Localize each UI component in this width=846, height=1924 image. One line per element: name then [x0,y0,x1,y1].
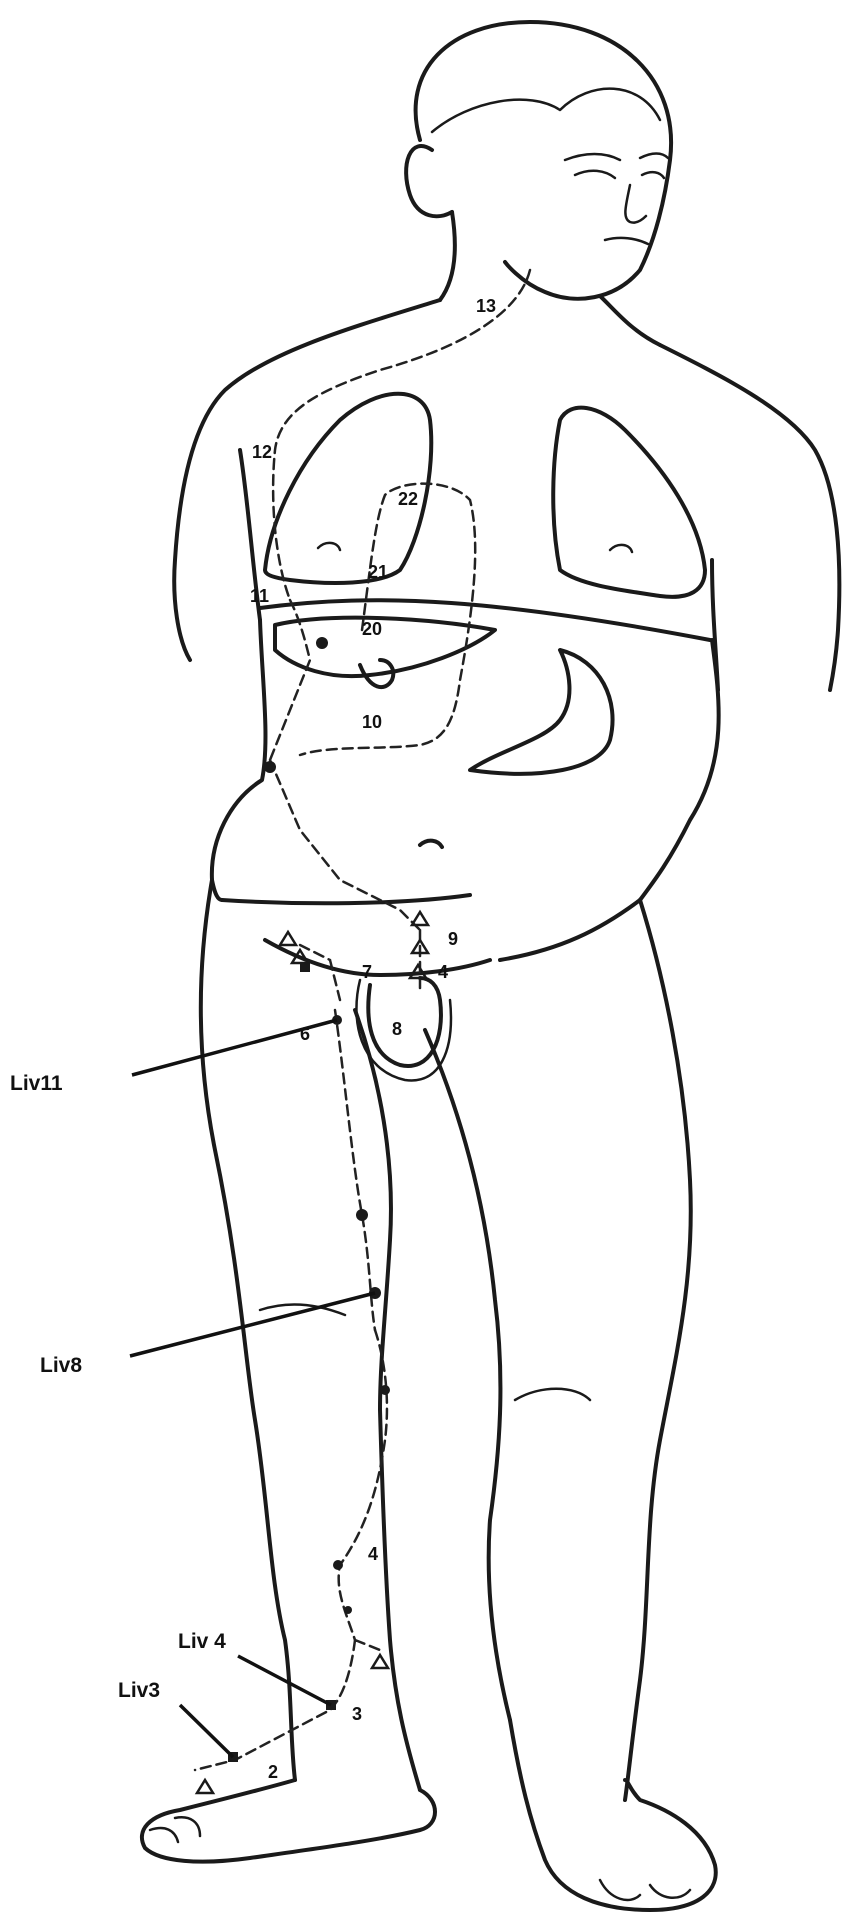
pathway-number-21: 21 [368,562,388,582]
point-side-abdomen [264,761,276,773]
label-liv11: Liv11 [10,1072,63,1095]
right-shoulder [660,345,839,690]
pathway-number-8: 8 [392,1019,402,1039]
nipple-right [610,545,632,552]
right-foot [510,1720,716,1910]
label-liv4: Liv 4 [178,1630,226,1653]
pathway-number-12: 12 [252,442,272,462]
mouth [605,238,648,244]
right-knee [515,1389,590,1400]
nose [625,185,646,223]
external-labels: Liv11 Liv8 Liv 4 Liv3 [10,1020,375,1757]
right-leg-outer [625,900,691,1800]
pathway-number-22: 22 [398,489,418,509]
triangle-point-4 [280,932,296,945]
eye-right [642,172,664,178]
torso-right [640,640,719,900]
neck-right [600,296,660,345]
label-liv3: Liv3 [118,1679,160,1702]
triangle-point-6 [372,1655,388,1668]
scrotum [368,978,441,1066]
organs [260,394,710,1081]
right-foot-toes [600,1880,690,1900]
pathway-number-4-leg: 4 [368,1544,378,1564]
pathway-number-4-groin: 4 [438,962,448,982]
right-lung [553,408,705,597]
point-calf [333,1560,343,1570]
label-liv8: Liv8 [40,1354,82,1377]
eyebrow-right [640,154,668,159]
left-foot [142,1780,435,1862]
pathway-number-7: 7 [362,962,372,982]
triangle-point-7 [197,1780,213,1793]
leader-line-liv11 [132,1020,337,1075]
point-calf-low [344,1606,352,1614]
pathway-number-11: 11 [250,586,269,606]
pathway-number-20: 20 [362,619,382,639]
pathway-number-13: 13 [476,296,496,316]
pathway-number-3: 3 [352,1704,362,1724]
pathway-head-neck [273,270,530,600]
leader-line-liv8 [130,1293,375,1356]
point-knee-below [380,1385,390,1395]
pathway-number-2: 2 [268,1762,278,1782]
point-chest-11 [316,637,328,649]
pathway-number-10: 10 [362,712,382,732]
eye-left [575,171,615,178]
stomach [470,650,613,774]
right-leg-inner [425,1030,510,1720]
left-foot-toes [150,1817,200,1842]
belly-right [500,900,640,960]
left-shoulder [174,300,440,660]
triangle-point-1 [412,912,428,925]
leader-line-liv3 [180,1705,233,1757]
pathway-number-9: 9 [448,929,458,949]
torso-left [212,620,266,900]
navel [420,841,442,847]
hair-line [432,89,660,132]
point-thigh [356,1209,368,1221]
eyebrow-left [565,154,620,160]
ear-outline [406,146,452,216]
waist-line [222,895,470,903]
nipple-left [318,543,340,550]
neck-left [440,212,455,300]
leader-line-liv4 [238,1656,331,1705]
